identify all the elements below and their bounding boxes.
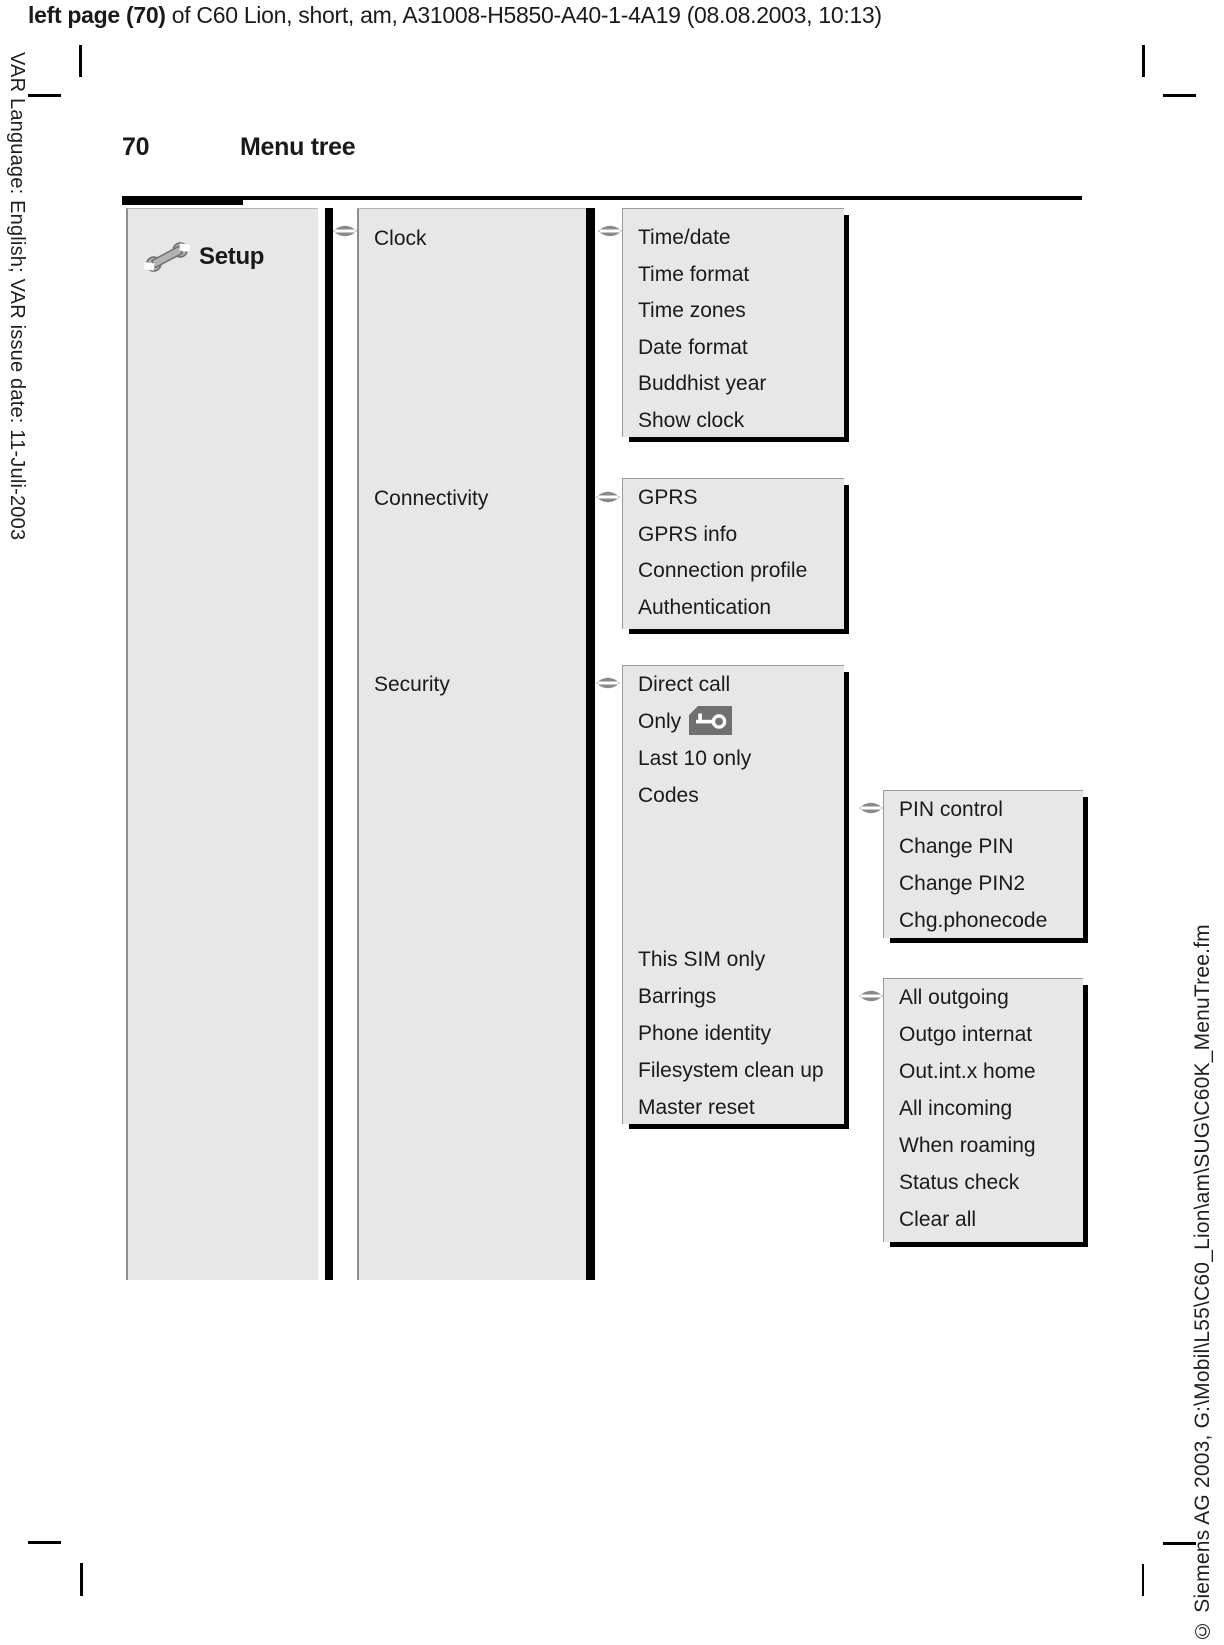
menu-item: Chg.phonecode <box>899 909 1048 932</box>
menu-item-clock: Clock <box>374 227 427 250</box>
menu-item: Filesystem clean up <box>638 1059 824 1082</box>
menu-item: Phone identity <box>638 1022 772 1045</box>
menu-item: PIN control <box>899 798 1003 821</box>
menu-item: Time zones <box>638 299 746 322</box>
menu-item: Outgo internat <box>899 1023 1033 1046</box>
setup-label: Setup <box>199 243 265 270</box>
menu-item: Time format <box>638 262 750 286</box>
page-number: 70 <box>122 133 150 161</box>
menu-item-direct-call: Direct call <box>638 673 731 696</box>
heading-rule-thick <box>122 196 243 205</box>
menu-item-connectivity: Connectivity <box>374 487 489 510</box>
document-header-bold: left page (70) <box>28 2 166 28</box>
navigation-key-oval-icon <box>859 802 883 814</box>
menu-item: Master reset <box>638 1096 755 1119</box>
document-header: left page (70) of C60 Lion, short, am, A… <box>28 2 882 29</box>
security-submenu-box: Direct call Only Last 10 only Codes This… <box>622 665 844 1124</box>
page-title: Menu tree <box>240 133 356 161</box>
menu-item-last-10-only: Last 10 only <box>638 747 752 770</box>
security-box-gap <box>623 814 844 941</box>
right-margin-text: © Siemens AG 2003, G:\Mobil\L55\C60_Lion… <box>1191 924 1214 1642</box>
crop-mark-bottom-right-v <box>1142 1564 1144 1596</box>
setup-panel: Setup <box>126 208 318 1280</box>
navigation-key-oval-icon <box>596 677 620 689</box>
navigation-key-oval-icon <box>596 491 620 503</box>
menu-item-only-sim-lock: Only <box>623 703 844 740</box>
menu-item: Status check <box>899 1171 1020 1194</box>
menu-item: Connection profile <box>638 559 808 582</box>
level2-panel: Clock Connectivity Security <box>357 208 586 1280</box>
menu-item: This SIM only <box>638 948 766 971</box>
navigation-key-oval-icon <box>333 225 357 237</box>
crop-mark-bottom-right-h <box>1163 1542 1196 1545</box>
menu-item: Time/date <box>638 226 731 249</box>
navigation-key-oval-icon <box>598 225 622 237</box>
navigation-key-oval-icon <box>859 990 883 1002</box>
crop-mark-bottom-left-h <box>28 1541 61 1544</box>
menu-item: Buddhist year <box>638 372 767 395</box>
menu-item: Date format <box>638 335 748 359</box>
menu-item-codes: Codes <box>638 784 699 807</box>
menu-item: Barrings <box>638 985 717 1008</box>
left-margin-text: VAR Language: English; VAR issue date: 1… <box>6 52 28 541</box>
crop-mark-top-right-v <box>1142 45 1145 77</box>
crop-mark-top-left-v <box>79 45 82 77</box>
column-divider-2 <box>586 208 595 1280</box>
column-divider-1 <box>325 208 333 1280</box>
menu-item: All incoming <box>899 1097 1013 1120</box>
document-header-rest: of C60 Lion, short, am, A31008-H5850-A40… <box>165 2 882 28</box>
setup-row: Setup <box>128 209 318 275</box>
crop-mark-top-right-h <box>1163 94 1196 97</box>
menu-item: Change PIN <box>899 835 1014 858</box>
crop-mark-top-left-h <box>28 94 61 97</box>
menu-item: Clear all <box>899 1208 977 1231</box>
menu-item: Change PIN2 <box>899 872 1026 895</box>
menu-item: Authentication <box>638 595 772 619</box>
menu-item: All outgoing <box>899 986 1009 1009</box>
menu-item: When roaming <box>899 1134 1036 1157</box>
menu-item: GPRS <box>638 486 698 509</box>
menu-item: Show clock <box>638 408 745 432</box>
crop-mark-bottom-left-v <box>80 1563 83 1596</box>
menu-item-security: Security <box>374 673 450 696</box>
menu-item: Out.int.x home <box>899 1060 1036 1083</box>
menu-item-only-label: Only <box>638 710 682 733</box>
sim-lock-key-icon <box>689 706 733 735</box>
menu-item: GPRS info <box>638 522 738 546</box>
wrench-icon <box>144 242 190 272</box>
heading-rule-thin <box>243 196 1082 200</box>
